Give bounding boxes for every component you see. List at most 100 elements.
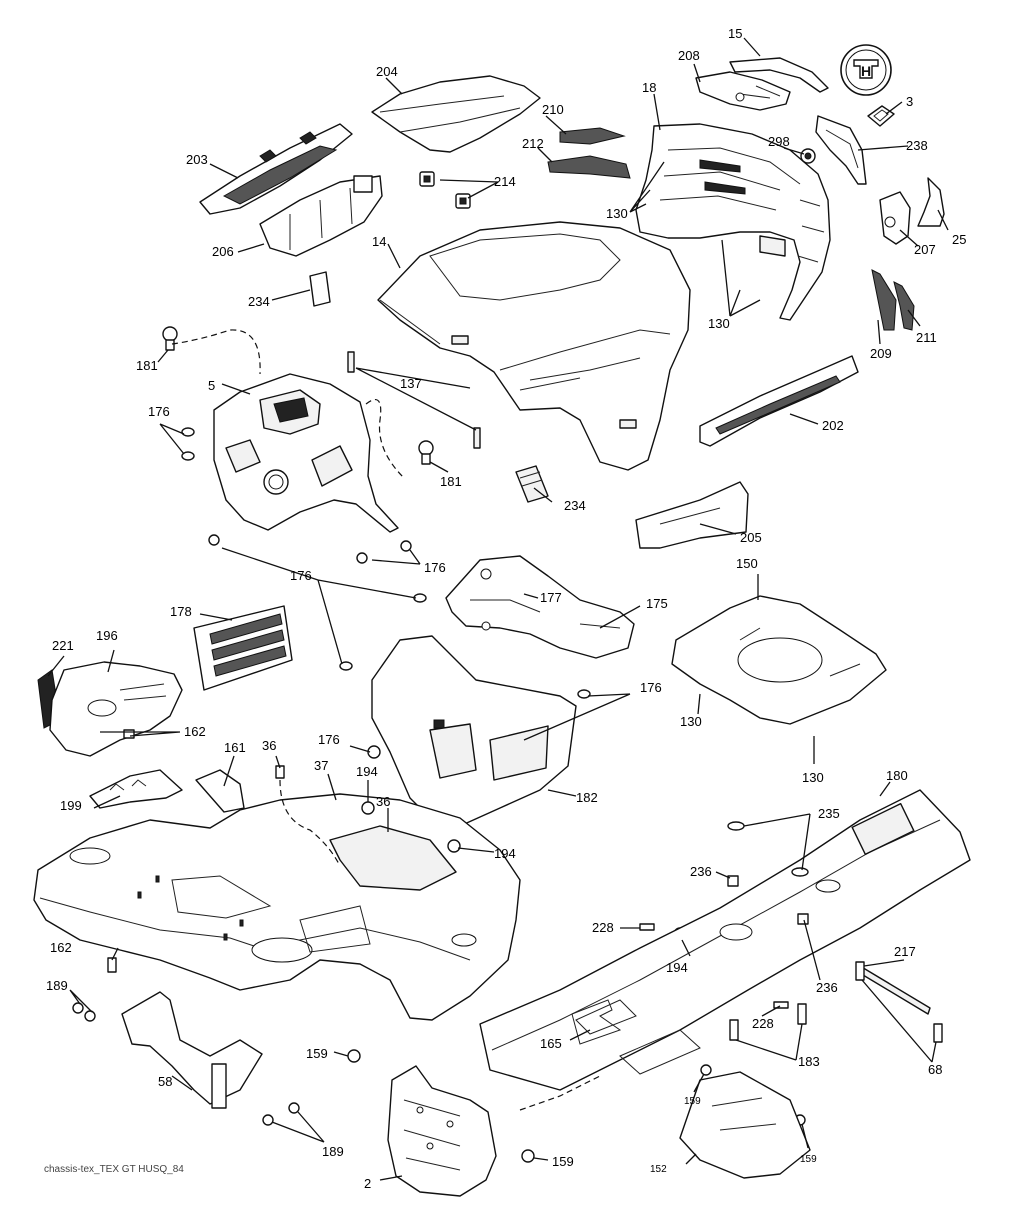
callout-194-b: 194 (494, 846, 516, 861)
part-235-spacers (727, 821, 809, 877)
callout-236-b: 236 (816, 980, 838, 995)
part-238-side-trim (815, 115, 867, 185)
callout-150: 150 (736, 556, 758, 571)
callout-159-b: 159 (684, 1096, 701, 1107)
callout-15: 15 (728, 26, 742, 41)
callout-68: 68 (928, 1062, 942, 1077)
callout-159-d: 159 (800, 1154, 817, 1165)
diagram-caption: chassis-tex_TEX GT HUSQ_84 (44, 1164, 184, 1175)
part-15-deflector-strip (729, 57, 829, 93)
callout-14: 14 (372, 234, 386, 249)
part-203-grille (199, 123, 353, 215)
callout-25: 25 (952, 232, 966, 247)
callout-235: 235 (818, 806, 840, 821)
callout-165: 165 (540, 1036, 562, 1051)
part-236-spacers (727, 875, 809, 925)
part-165-bracket (571, 999, 622, 1045)
callout-175: 175 (646, 596, 668, 611)
callout-194-a: 194 (356, 764, 378, 779)
callout-180: 180 (886, 768, 908, 783)
part-178-vent-plate (193, 605, 293, 691)
callout-234-a: 234 (248, 294, 270, 309)
callout-204: 204 (376, 64, 398, 79)
callout-207: 207 (914, 242, 936, 257)
part-204-hood-top (371, 75, 541, 153)
husqvarna-logo-badge: H (840, 44, 892, 96)
callout-178: 178 (170, 604, 192, 619)
part-37-fender-body (33, 793, 521, 1021)
part-3-emblem (867, 105, 895, 127)
part-217-rod (857, 965, 931, 1015)
part-206-bracket (259, 175, 383, 257)
part-298-plug (800, 148, 816, 164)
part-150-tank-base (671, 595, 887, 725)
callout-221: 221 (52, 638, 74, 653)
part-212-mesh-strip (547, 155, 631, 179)
part-189-bolts (72, 1002, 300, 1126)
part-202-lower-grille (699, 355, 859, 447)
callout-3: 3 (906, 94, 913, 109)
callout-137: 137 (400, 376, 422, 391)
part-208-bracket (695, 71, 791, 111)
callout-298: 298 (768, 134, 790, 149)
part-205-lower-panel (635, 481, 749, 549)
callout-152: 152 (650, 1164, 667, 1175)
callout-labels: 15 208 18 3 204 210 212 298 238 203 214 … (46, 26, 966, 1191)
part-175-mounting-bracket (445, 555, 635, 659)
callout-189-a: 189 (46, 978, 68, 993)
part-181-connector-upper (162, 326, 178, 351)
callout-159-a: 159 (306, 1046, 328, 1061)
callout-36-a: 36 (262, 738, 276, 753)
leader-lines (47, 37, 949, 1181)
part-14-main-hood (377, 221, 691, 471)
callout-199: 199 (60, 798, 82, 813)
part-207-headlight-housing (879, 191, 911, 245)
part-234-panel-lower (515, 465, 549, 503)
callout-18: 18 (642, 80, 656, 95)
callout-236-a: 236 (690, 864, 712, 879)
part-209-side-mesh (871, 269, 897, 331)
callout-161: 161 (224, 740, 246, 755)
callout-210: 210 (542, 102, 564, 117)
callout-36-b: 36 (376, 794, 390, 809)
part-25-lens (917, 177, 945, 227)
part-228-pins (639, 923, 789, 1009)
callout-203: 203 (186, 152, 208, 167)
callout-205: 205 (740, 530, 762, 545)
callout-130-c: 130 (680, 714, 702, 729)
part-214-clips (419, 171, 471, 209)
part-161-trim (195, 769, 245, 813)
callout-58: 58 (158, 1074, 172, 1089)
part-159-bolts (347, 1049, 806, 1163)
part-2-front-plate (387, 1065, 497, 1197)
callout-162-b: 162 (50, 940, 72, 955)
callout-176-b: 176 (424, 560, 446, 575)
callout-209: 209 (870, 346, 892, 361)
part-137-pins (347, 351, 481, 449)
part-68-bolts (855, 961, 943, 1043)
part-152-cover (679, 1071, 811, 1179)
part-234-panel-upper (309, 271, 331, 307)
part-181-connector-lower (418, 440, 434, 465)
callout-189-b: 189 (322, 1144, 344, 1159)
callout-228-a: 228 (592, 920, 614, 935)
svg-text:H: H (861, 63, 871, 79)
callout-183: 183 (798, 1054, 820, 1069)
callout-176-c: 176 (290, 568, 312, 583)
callout-211: 211 (916, 330, 937, 345)
part-162-bolts (107, 729, 135, 973)
callout-194-c: 194 (666, 960, 688, 975)
callout-217: 217 (894, 944, 916, 959)
callout-176-d: 176 (640, 680, 662, 695)
callout-177: 177 (540, 590, 562, 605)
callout-162-a: 162 (184, 724, 206, 739)
callout-228-b: 228 (752, 1016, 774, 1031)
part-196-dash-cover (49, 661, 183, 757)
callout-176-e: 176 (318, 732, 340, 747)
callout-212: 212 (522, 136, 544, 151)
callout-182: 182 (576, 790, 598, 805)
callout-130-b: 130 (708, 316, 730, 331)
callout-130-a: 130 (606, 206, 628, 221)
callout-37: 37 (314, 758, 328, 773)
